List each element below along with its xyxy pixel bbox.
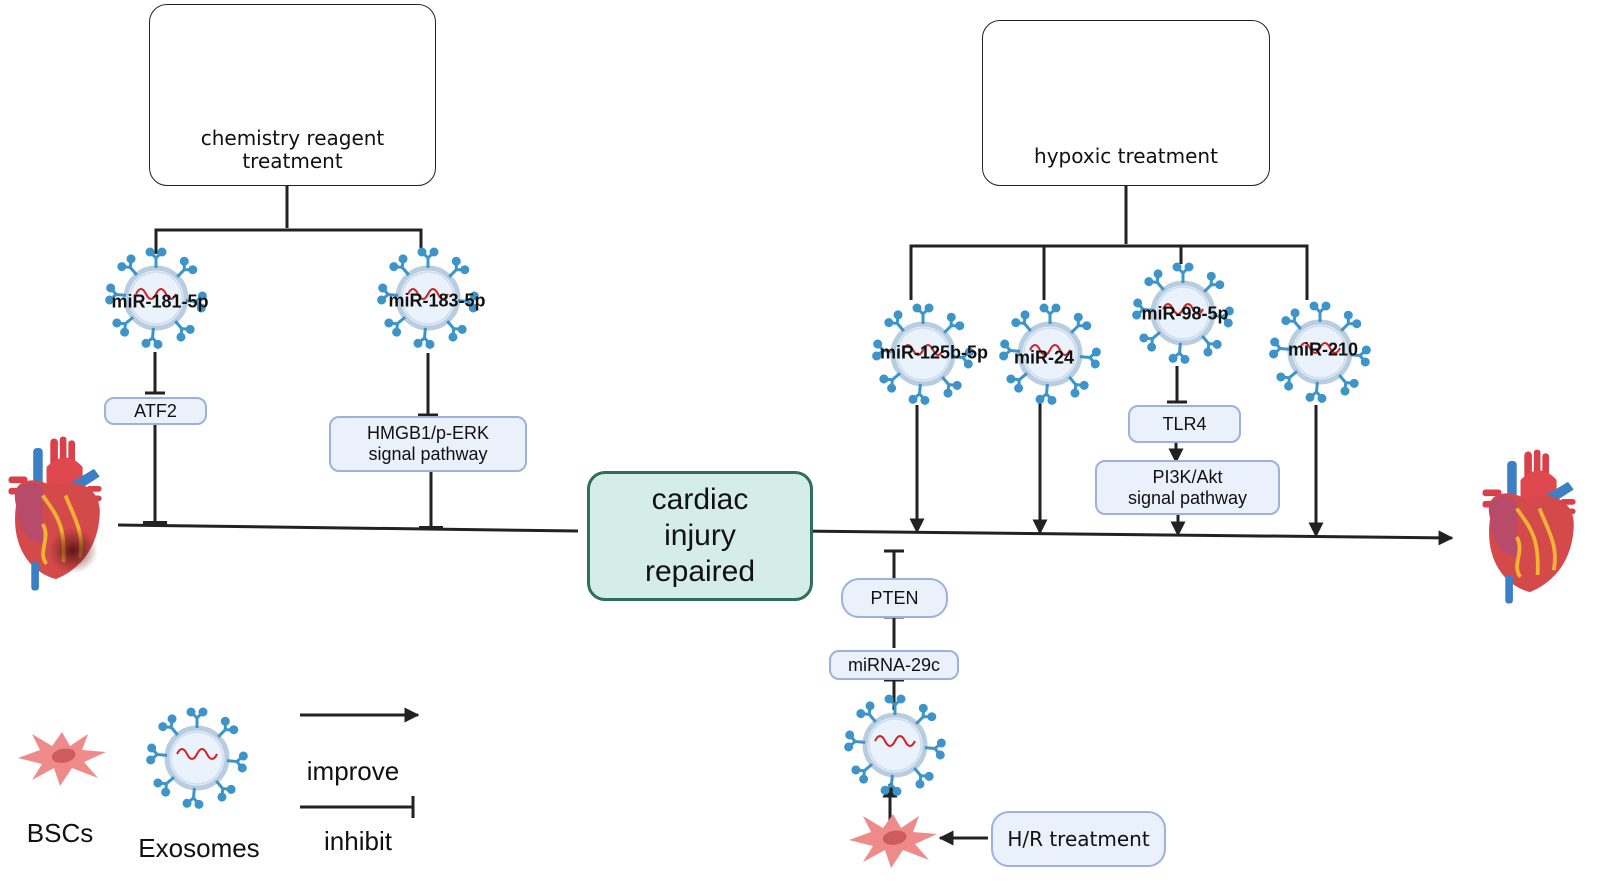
hypoxic-treatment-label: hypoxic treatment — [1034, 144, 1218, 168]
hr-treatment-node: H/R treatment — [991, 811, 1166, 867]
chemistry-branch — [154, 228, 423, 254]
legend-inhibit-label: inhibit — [324, 826, 392, 856]
central-label-line1: cardiac — [651, 483, 749, 516]
legend-exosomes-label: Exosomes — [138, 833, 260, 863]
atf2-node: ATF2 — [104, 397, 207, 425]
stem-cell-icon-hr — [849, 814, 937, 868]
pten-node: PTEN — [841, 578, 948, 618]
atf2-label: ATF2 — [134, 400, 177, 421]
exosome-icon-hr — [845, 696, 944, 795]
chemistry-label-line2: treatment — [242, 149, 343, 173]
pi3k-akt-node: PI3K/Akt signal pathway — [1095, 460, 1280, 515]
chemistry-label-line1: chemistry reagent — [200, 126, 385, 150]
mirna-label-mir98: miR-98-5p — [1141, 303, 1229, 324]
pi3k-label-line1: PI3K/Akt — [1152, 466, 1223, 487]
legend-bscs-label: BSCs — [26, 818, 94, 848]
injured-heart-icon — [6, 434, 104, 593]
chemistry-treatment-box: chemistry reagent treatment — [149, 4, 436, 186]
main-axis-right — [795, 529, 1454, 546]
central-label-line2: injury — [664, 519, 736, 552]
hmgb1-label-line2: signal pathway — [368, 444, 488, 464]
mirna-label-mir210: miR-210 — [1287, 339, 1359, 360]
hmgb1-label-line1: HMGB1/p-ERK — [366, 423, 490, 444]
pi3k-label-line2: signal pathway — [1127, 487, 1248, 508]
cardiac-injury-repaired-node: cardiac injury repaired — [587, 471, 813, 601]
central-label-line3: repaired — [644, 555, 756, 588]
stem-cell-legend-icon — [18, 732, 106, 786]
pten-label: PTEN — [870, 587, 919, 608]
hypoxic-treatment-box: hypoxic treatment — [982, 20, 1270, 186]
mirna-label-mir183: miR-183-5p — [388, 290, 486, 311]
main-axis-left — [117, 523, 579, 533]
healthy-heart-icon — [1480, 447, 1578, 606]
mirna29c-node: miRNA-29c — [829, 650, 959, 680]
tlr4-node: TLR4 — [1128, 405, 1241, 443]
mirna29c-label: miRNA-29c — [847, 654, 940, 675]
mirna-label-mir24: miR-24 — [1013, 347, 1075, 368]
chemistry-treatment-label: chemistry reagent treatment — [150, 127, 435, 173]
legend-improve-label: improve — [306, 756, 400, 786]
tlr4-label: TLR4 — [1162, 413, 1207, 434]
hypoxic-branch — [909, 244, 1309, 300]
mirna-label-mir125b: miR-125b-5p — [879, 342, 989, 363]
hr-treatment-label: H/R treatment — [1007, 826, 1150, 851]
hmgb1-node: HMGB1/p-ERK signal pathway — [329, 416, 527, 472]
exosome-legend-icon — [147, 709, 246, 808]
mirna-label-mir181: miR-181-5p — [111, 291, 209, 312]
